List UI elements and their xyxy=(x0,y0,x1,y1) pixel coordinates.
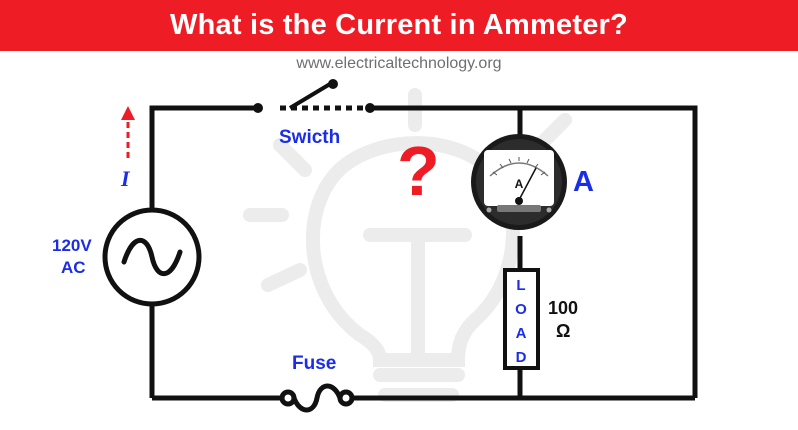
ac-source-icon xyxy=(102,207,202,307)
resistance-value: 100 xyxy=(548,298,579,318)
page-title: What is the Current in Ammeter? xyxy=(170,9,628,41)
load-letter: L xyxy=(516,277,525,294)
circuit-wires xyxy=(149,105,698,401)
current-label: I xyxy=(121,166,130,191)
ammeter-icon: A xyxy=(471,134,567,230)
load-letter: A xyxy=(516,325,527,342)
website-url: www.electricaltechnology.org xyxy=(296,55,502,72)
fuse-label: Fuse xyxy=(292,353,337,374)
resistance-unit: Ω xyxy=(556,321,571,341)
load-letter: O xyxy=(515,301,527,318)
switch-icon xyxy=(253,79,375,113)
title-banner: What is the Current in Ammeter? xyxy=(0,0,798,51)
source-voltage-label: 120V xyxy=(52,236,92,255)
fuse-icon xyxy=(279,383,355,413)
ammeter-label: A xyxy=(573,166,594,198)
load-letter: D xyxy=(516,349,527,366)
current-arrow-icon xyxy=(121,106,135,158)
lightbulb-watermark-icon xyxy=(243,88,572,402)
ammeter-face-label: A xyxy=(515,177,524,191)
source-type-label: AC xyxy=(61,258,86,277)
switch-label: Swicth xyxy=(279,127,341,148)
question-mark: ? xyxy=(397,132,440,210)
load-resistor: L O A D xyxy=(503,268,540,370)
